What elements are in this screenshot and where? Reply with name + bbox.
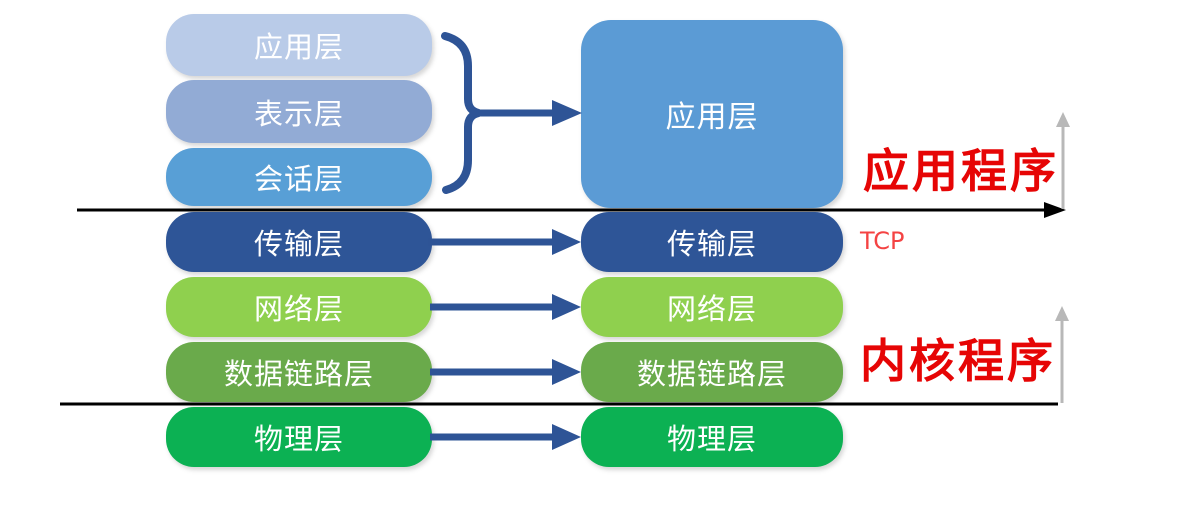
divider-arrowhead-icon — [1044, 202, 1066, 218]
tcpip-layer-physical: 物理层 — [581, 407, 843, 467]
osi-layer-presentation-label: 表示层 — [253, 96, 344, 131]
tcpip-layer-transport-label: 传输层 — [666, 227, 757, 261]
osi-layer-datalink-label: 数据链路层 — [223, 357, 374, 391]
kernel-space-annotation: 内核程序 — [860, 334, 1056, 388]
tcpip-layer-datalink: 数据链路层 — [581, 342, 843, 402]
up-arrow-kernel-icon — [1055, 306, 1069, 403]
osi-layer-network: 网络层 — [166, 277, 432, 337]
network-arrow-icon — [430, 294, 581, 320]
tcp-protocol-annotation: TCP — [860, 227, 905, 255]
tcpip-layer-datalink-label: 数据链路层 — [636, 357, 787, 391]
osi-layer-presentation: 表示层 — [166, 80, 432, 143]
datalink-arrow-icon — [430, 359, 581, 385]
user-space-annotation: 应用程序 — [863, 144, 1059, 198]
tcpip-layer-application: 应用层 — [581, 20, 843, 208]
transport-arrow-icon — [428, 229, 581, 255]
osi-layer-datalink: 数据链路层 — [166, 342, 432, 402]
osi-layer-transport: 传输层 — [166, 212, 432, 272]
osi-layer-application-label: 应用层 — [253, 30, 344, 64]
tcpip-layer-transport: 传输层 — [581, 212, 843, 272]
osi-layer-application: 应用层 — [166, 14, 432, 76]
osi-layer-physical: 物理层 — [166, 407, 432, 467]
tcpip-layer-physical-label: 物理层 — [666, 422, 757, 456]
tcpip-layer-network-label: 网络层 — [666, 292, 757, 326]
osi-group-brace — [441, 32, 480, 194]
tcpip-layer-application-label: 应用层 — [665, 100, 759, 135]
osi-layer-transport-label: 传输层 — [253, 227, 344, 261]
tcpip-layer-network: 网络层 — [581, 277, 843, 337]
osi-layer-physical-label: 物理层 — [253, 422, 344, 456]
osi-layer-network-label: 网络层 — [253, 292, 344, 326]
osi-layer-session: 会话层 — [166, 148, 432, 206]
physical-arrow-icon — [430, 424, 581, 450]
osi-layer-session-label: 会话层 — [253, 162, 344, 196]
merge-arrow-icon — [476, 100, 582, 126]
